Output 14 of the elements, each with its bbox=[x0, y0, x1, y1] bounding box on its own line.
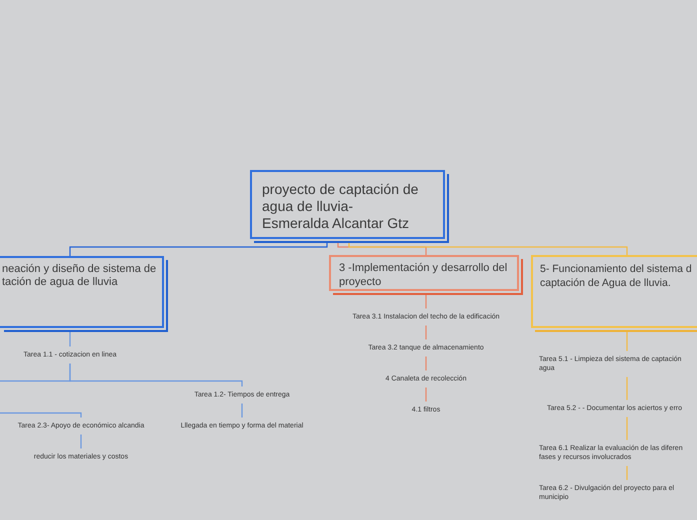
topic-text: 5- Funcionamiento del sistema d captación de Agua de lluvia. bbox=[540, 262, 693, 290]
connector-line bbox=[425, 388, 427, 402]
connector-line bbox=[626, 377, 628, 400]
connector-line bbox=[0, 412, 82, 418]
connector-line bbox=[241, 404, 243, 418]
topic-text: 3 -Implementación y desarrollo del proyecto bbox=[339, 261, 508, 289]
connector-line bbox=[425, 326, 427, 340]
connector-line bbox=[626, 417, 628, 440]
central-topic-text: proyecto de captación de agua de lluvia- Esmeralda Alcantar Gtz bbox=[262, 181, 420, 232]
connector-line bbox=[425, 356, 427, 370]
connector-line bbox=[626, 466, 628, 480]
topic-text: neación y diseño de sistema de tación de agua de lluvia bbox=[2, 263, 158, 289]
connector-line bbox=[80, 434, 82, 448]
connector-line bbox=[0, 364, 71, 382]
